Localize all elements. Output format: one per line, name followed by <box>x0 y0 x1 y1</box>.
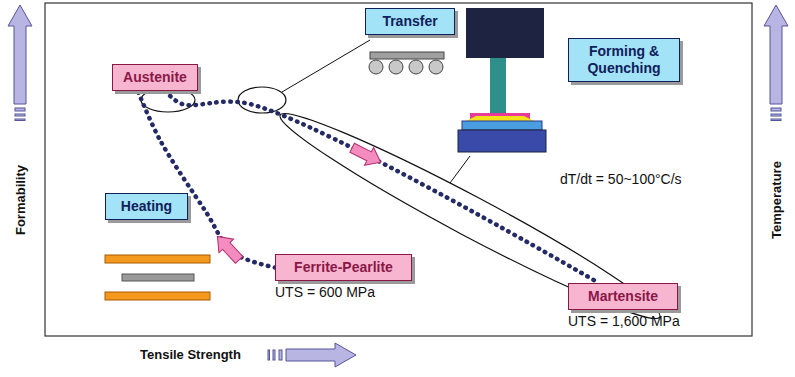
press-tool <box>458 8 546 152</box>
stage-node: Ferrite-PearliteUTS = 600 MPa <box>275 254 412 300</box>
box-text: Transfer <box>382 13 437 29</box>
axis-arrow <box>764 5 788 121</box>
zone-ellipse <box>271 97 669 334</box>
process-path <box>138 91 275 268</box>
frame <box>45 3 752 336</box>
process-box: Forming & Quenching <box>568 38 680 82</box>
process-box: Transfer <box>365 8 455 35</box>
axis-label: Tensile Strength <box>140 347 241 362</box>
box-text: Ferrite-Pearlite <box>294 259 393 275</box>
transfer-rollers <box>369 52 444 74</box>
zone-ellipse <box>238 87 286 113</box>
process-box: Heating <box>105 193 188 220</box>
cooling-rate: dT/dt = 50~100°C/s <box>560 171 682 187</box>
stage-node: Transfer <box>365 8 455 35</box>
arrow-head <box>210 230 246 267</box>
strength-note: UTS = 600 MPa <box>275 284 412 300</box>
leader-line <box>282 40 370 92</box>
leader-line <box>450 156 470 183</box>
axis-arrow <box>268 343 356 367</box>
axis-label: Formability <box>13 165 28 235</box>
box-text: Austenite <box>123 69 187 85</box>
stage-node: Austenite <box>112 64 198 91</box>
process-path <box>165 91 598 283</box>
box-text: Martensite <box>588 288 658 304</box>
state-box: Ferrite-Pearlite <box>275 254 412 281</box>
state-box: Austenite <box>112 64 198 91</box>
axis-arrow <box>8 5 32 121</box>
box-text: Forming & Quenching <box>587 43 660 76</box>
dotted-path <box>165 91 598 283</box>
state-box: Martensite <box>568 283 678 310</box>
heating-plates <box>105 255 210 300</box>
dotted-path <box>138 91 275 268</box>
axis-label: Temperature <box>769 161 784 239</box>
strength-note: UTS = 1,600 MPa <box>568 313 680 329</box>
arrow-head <box>348 139 386 171</box>
box-text: Heating <box>121 198 172 214</box>
stage-node: MartensiteUTS = 1,600 MPa <box>568 283 680 329</box>
stage-node: Forming & Quenching <box>568 38 680 82</box>
zone-ellipse <box>141 88 195 112</box>
stage-node: Heating <box>105 193 188 220</box>
